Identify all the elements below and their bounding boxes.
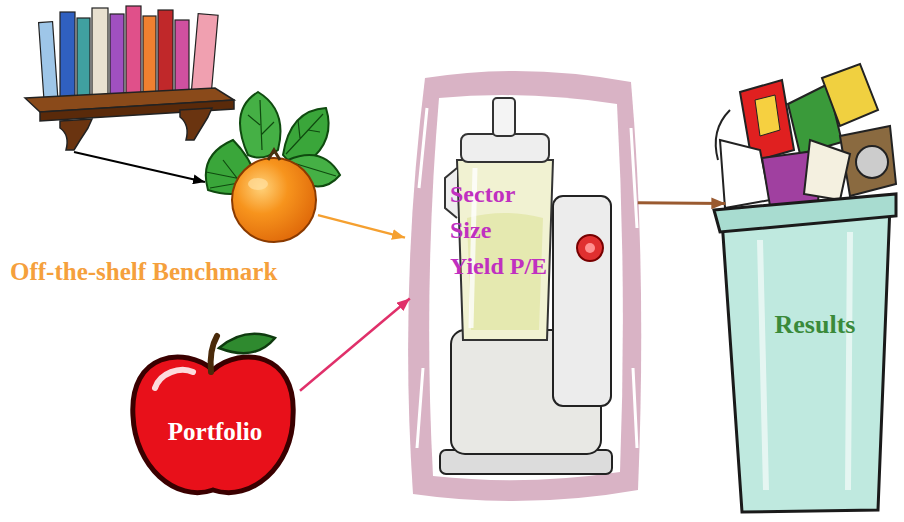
flow-arrow — [638, 201, 726, 205]
flow-arrow — [300, 299, 410, 391]
benchmark-fruit: Off-the-shelf Benchmark — [228, 150, 318, 238]
analysis-machine-outline — [405, 68, 645, 503]
bookshelf-icon-part-part — [39, 22, 59, 103]
benchmark-fruit-outline-part — [248, 100, 274, 150]
results-bin-outline-part — [716, 110, 730, 160]
bookshelf-icon-part — [180, 108, 212, 140]
bookshelf-icon-part-part — [92, 8, 108, 99]
portfolio-apple-outline-part — [211, 336, 217, 372]
benchmark-fruit-outline — [228, 150, 318, 238]
analysis-machine-outline-part — [577, 235, 603, 261]
results-bin-outline-part — [822, 64, 878, 126]
analysis-machine-outline-part — [408, 71, 641, 501]
bookshelf-icon-part — [39, 6, 219, 102]
portfolio-apple-outline-part — [219, 334, 275, 353]
bookshelf-icon-part-part — [143, 16, 156, 97]
results-bin-outline-part — [714, 194, 896, 232]
analysis-machine-outline-part — [461, 134, 549, 162]
bookshelf-icon-part-part — [175, 20, 189, 97]
results-bin-outline-part — [722, 205, 890, 512]
results-bin-outline — [700, 70, 895, 515]
analysis-machine-outline-part — [429, 95, 623, 480]
benchmark-fruit-outline-part — [248, 178, 268, 190]
results-bin-outline-part — [856, 146, 888, 178]
portfolio-label: Portfolio — [143, 417, 287, 447]
bookshelf-icon-part-part — [191, 14, 218, 97]
portfolio-apple: Portfolio — [125, 338, 300, 498]
results-bin-outline-part — [760, 232, 850, 490]
bookshelf-icon-part — [60, 119, 92, 150]
bookshelf-icon — [25, 6, 234, 150]
portfolio-apple-outline-part — [133, 357, 293, 493]
results-bin-outline-part — [804, 140, 850, 200]
benchmark-fruit-outline-part — [268, 150, 280, 160]
analysis-machine-outline-part — [585, 243, 595, 253]
analysis-machine-outline-part — [553, 196, 611, 406]
portfolio-apple-outline-part — [155, 370, 193, 388]
factor-list: Sector Size Yield P/E — [450, 176, 550, 284]
bookshelf-icon-part-part — [110, 14, 124, 99]
results-bin-outline-part — [755, 95, 780, 136]
bookshelf-icon-part-part — [126, 6, 141, 98]
analysis-machine-outline-part — [493, 98, 515, 136]
bookshelf-icon-part-part — [60, 12, 75, 101]
results-bin-outline-part — [720, 140, 770, 208]
flow-arrow — [318, 215, 405, 238]
bookshelf-icon-part-part — [77, 18, 90, 100]
benchmark-fruit-outline-part — [286, 114, 323, 154]
benchmark-fruit-outline-part — [232, 158, 316, 242]
analysis-machine: Sector Size Yield P/E — [405, 68, 645, 503]
results-bin: Results — [700, 70, 895, 515]
benchmark-label: Off-the-shelf Benchmark — [10, 257, 430, 287]
benchmark-fruit-outline-part — [240, 92, 281, 158]
bookshelf-icon-part-part — [158, 10, 173, 97]
source-arrow — [74, 152, 205, 182]
results-label: Results — [750, 310, 880, 340]
